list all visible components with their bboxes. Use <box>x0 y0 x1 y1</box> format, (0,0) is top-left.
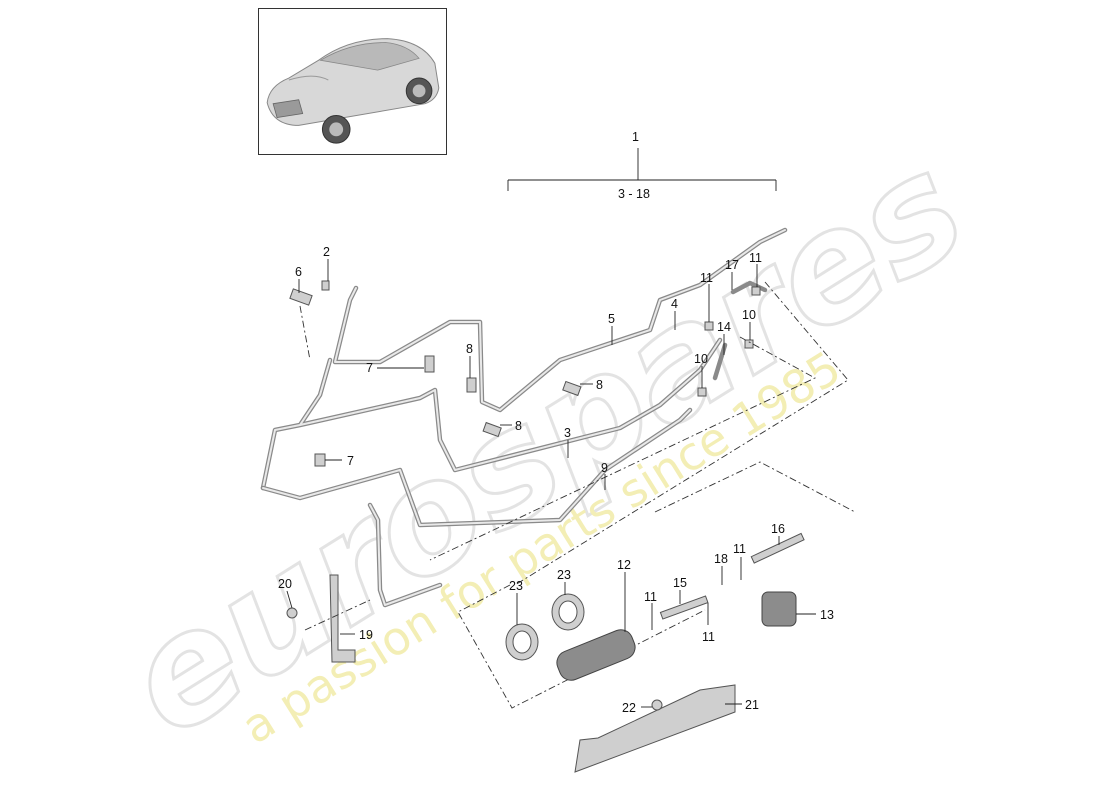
callout-18: 18 <box>714 552 728 566</box>
callout-16: 16 <box>771 522 785 536</box>
assembly-number-label: 1 <box>632 130 639 144</box>
callout-11-d: 11 <box>644 590 657 604</box>
leader-lines <box>286 259 816 708</box>
callout-6: 6 <box>295 265 302 279</box>
callout-11-a: 11 <box>700 271 713 285</box>
fuel-lines <box>260 227 788 608</box>
callout-12: 12 <box>617 558 631 572</box>
clip-part-8-upper <box>466 377 477 393</box>
callout-2: 2 <box>323 245 330 259</box>
shield-part-21 <box>574 684 736 773</box>
callout-23-a: 23 <box>509 579 523 593</box>
bracket-part-19 <box>329 574 356 663</box>
callout-8-middle: 8 <box>596 378 603 392</box>
callout-7-lower: 7 <box>347 454 354 468</box>
clamp-part-10-a <box>744 339 754 349</box>
clamp-part-11-b <box>751 286 761 296</box>
clamp-part-11-a <box>704 321 714 331</box>
pipe-part-16 <box>750 532 805 564</box>
clamp-part-10-b <box>697 387 707 397</box>
small-parts <box>286 280 761 663</box>
callout-13: 13 <box>820 608 834 622</box>
hose-part-15 <box>659 595 709 620</box>
vehicle-thumbnail-icon <box>266 38 440 144</box>
assembly-range-label: 3 - 18 <box>618 187 650 201</box>
nut-part-22 <box>651 699 663 711</box>
callout-labels: 2 6 7 8 5 4 11 17 11 14 10 10 8 8 3 7 9 … <box>278 245 834 715</box>
callout-21: 21 <box>745 698 759 712</box>
screw-part-2 <box>321 280 330 291</box>
callout-22: 22 <box>622 701 636 715</box>
clip-part-7-upper <box>424 355 435 373</box>
callout-8-lower: 8 <box>515 419 522 433</box>
callout-11-b: 11 <box>749 251 762 265</box>
callout-17: 17 <box>725 258 739 272</box>
callout-10-a: 10 <box>742 308 756 322</box>
bracket-part-6 <box>289 288 313 306</box>
clip-part-8-middle <box>562 380 582 397</box>
callout-4: 4 <box>671 297 678 311</box>
callout-11-c: 11 <box>733 542 746 556</box>
callout-3: 3 <box>564 426 571 440</box>
callout-15: 15 <box>673 576 687 590</box>
callout-11-e: 11 <box>702 630 715 644</box>
canister-part-12 <box>556 629 636 681</box>
vehicle-thumbnail <box>258 8 447 155</box>
clip-part-8-lower <box>482 421 502 438</box>
callout-20: 20 <box>278 577 292 591</box>
callout-5: 5 <box>608 312 615 326</box>
callout-19: 19 <box>359 628 373 642</box>
callout-10-b: 10 <box>694 352 708 366</box>
bolt-part-20 <box>286 607 298 619</box>
callout-8-upper: 8 <box>466 342 473 356</box>
callout-9: 9 <box>601 461 608 475</box>
callout-14: 14 <box>717 320 731 334</box>
valve-part-13 <box>761 591 797 627</box>
callout-7-upper: 7 <box>366 361 373 375</box>
clip-part-7-lower <box>314 453 326 467</box>
canister-assembly <box>299 281 856 773</box>
assembly-bracket: 1 3 - 18 <box>507 130 777 201</box>
callout-23-b: 23 <box>557 568 571 582</box>
